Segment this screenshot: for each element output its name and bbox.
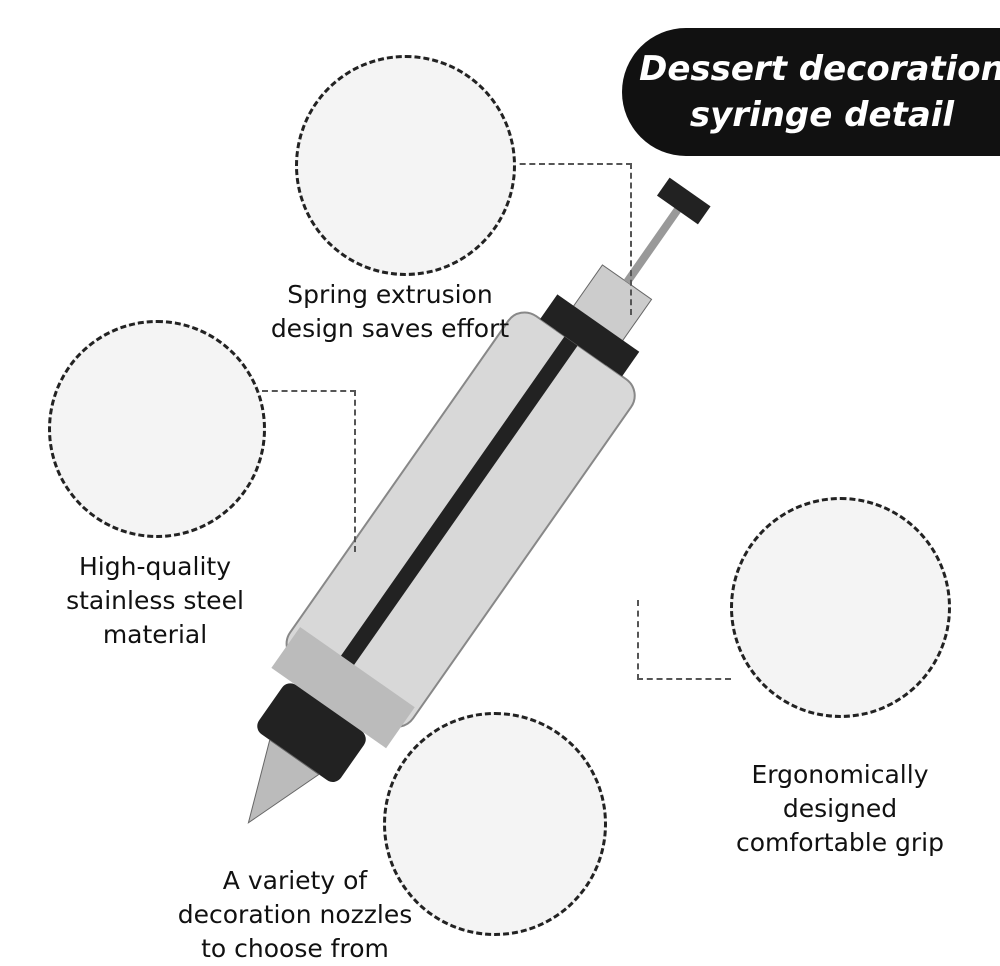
caption-line: stainless steel: [66, 586, 244, 615]
caption-line: design saves effort: [270, 314, 510, 343]
caption-line: Spring extrusion: [287, 280, 493, 309]
caption-line: designed: [782, 794, 898, 823]
caption-line: High-quality: [78, 552, 231, 581]
title-line-1: Dessert decoration: [639, 49, 1000, 89]
caption-line: Ergonomically: [751, 760, 929, 789]
spring-detail-image: [295, 55, 516, 276]
feature-grip: Ergonomically designed comfortable grip: [715, 758, 965, 860]
steel-tube-image: [48, 320, 266, 538]
title-line-2: syringe detail: [689, 95, 955, 135]
caption-line: comfortable grip: [736, 828, 944, 857]
feature-nozzles: A variety of decoration nozzles to choos…: [170, 864, 420, 966]
caption-line: decoration nozzles: [177, 900, 413, 929]
grip-detail-image: [730, 497, 951, 718]
caption-line: A variety of: [222, 866, 368, 895]
feature-spring: Spring extrusion design saves effort: [250, 278, 530, 346]
feature-steel: High-quality stainless steel material: [30, 550, 280, 652]
title-badge: Dessert decoration syringe detail: [622, 28, 1000, 156]
caption-line: to choose from: [201, 934, 389, 963]
nozzles-image: [383, 712, 607, 936]
caption-line: material: [102, 620, 208, 649]
